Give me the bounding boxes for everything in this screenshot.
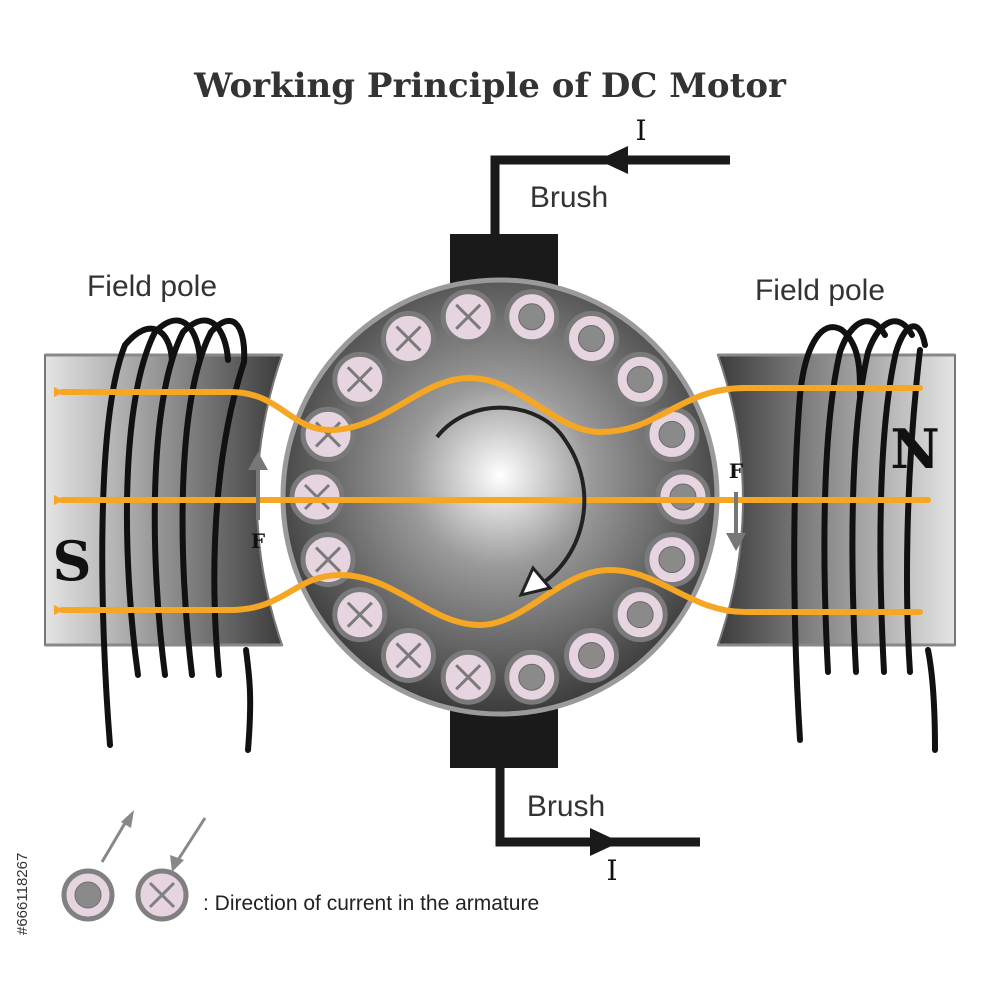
legend-text: : Direction of current in the armature	[203, 892, 539, 915]
legend-arrow-out	[100, 810, 134, 863]
flux-line-bottom	[54, 566, 923, 629]
conductor-current-out	[564, 311, 619, 367]
flux-line-top	[54, 374, 923, 436]
force-label-right: F	[729, 459, 743, 483]
conductor-current-out	[612, 587, 668, 643]
conductor-current-out	[612, 351, 668, 407]
pole-label-north: N	[890, 417, 939, 481]
conductor-current-in	[381, 311, 436, 367]
force-label-left: F	[251, 529, 265, 553]
current-label-bottom: I	[606, 854, 617, 887]
rotation-arrow	[435, 405, 587, 598]
brush-label-bottom: Brush	[527, 790, 605, 823]
page-title: Working Principle of DC Motor	[193, 66, 787, 106]
conductor-current-out	[644, 532, 700, 588]
field-pole-label-left: Field pole	[87, 270, 217, 303]
force-arrow-left	[248, 452, 268, 520]
pole-label-south: S	[53, 529, 92, 593]
conductor-current-out	[564, 627, 619, 683]
winding-right	[791, 318, 938, 753]
force-arrow-right	[726, 492, 746, 551]
flux-lines	[54, 374, 931, 629]
conductor-current-in	[381, 627, 436, 683]
conductor-current-in	[300, 406, 356, 462]
conductor-current-in	[440, 289, 496, 345]
conductor-current-out	[504, 649, 560, 705]
conductor-current-in	[332, 587, 388, 643]
field-pole-label-right: Field pole	[755, 274, 885, 307]
legend-cross-conductor	[135, 868, 189, 922]
conductor-current-in	[440, 649, 496, 705]
wire-top	[490, 146, 730, 236]
conductor-current-in	[332, 351, 388, 407]
current-label-top: I	[635, 114, 646, 147]
brush-label-top: Brush	[530, 181, 608, 214]
legend-arrow-in	[170, 817, 207, 872]
winding-left	[99, 317, 254, 753]
conductor-current-out	[504, 289, 560, 345]
watermark-id: #666118267	[14, 853, 31, 935]
legend: : Direction of current in the armature	[61, 810, 539, 922]
legend-dot-conductor	[61, 868, 115, 922]
brush-bottom-block	[450, 708, 558, 768]
wire-bottom	[495, 766, 700, 856]
